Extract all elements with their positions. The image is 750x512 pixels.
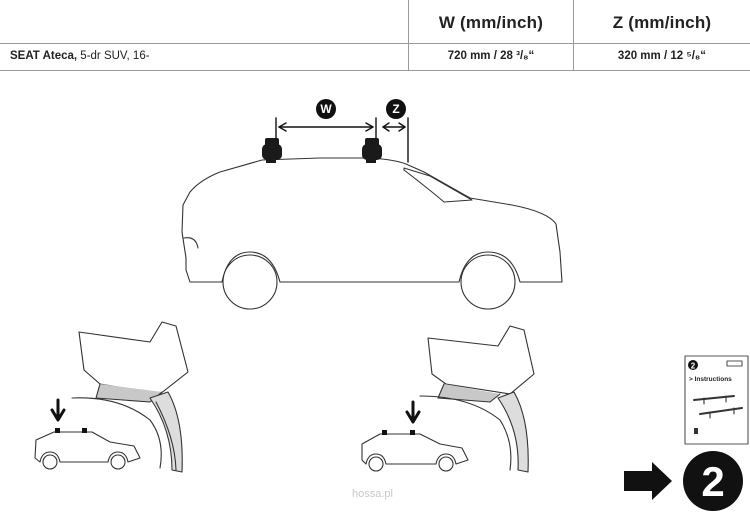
watermark: hossa.pl (352, 488, 393, 500)
instruction-booklet (684, 355, 749, 445)
car-side-view (181, 157, 563, 310)
booklet-title: > Instructions (689, 376, 732, 383)
label-w-circle (316, 99, 336, 119)
table-divider (408, 0, 409, 71)
w-value-cell: 720 mm / 28 ³/₈“ (447, 50, 535, 62)
booklet-step-number: 2 (691, 362, 696, 371)
next-step-circle (683, 451, 743, 511)
dimension-z (382, 117, 409, 163)
table-divider (573, 0, 574, 71)
label-w: W (320, 102, 332, 116)
spec-table: W (mm/inch) Z (mm/inch) SEAT Ateca, 5-dr… (0, 0, 750, 71)
label-z-circle (386, 99, 406, 119)
table-row (0, 43, 750, 71)
vehicle-name: SEAT Ateca, (10, 50, 78, 62)
rack-foot-rear (262, 138, 282, 163)
table-header-row (0, 0, 750, 44)
next-step-arrow-icon (624, 462, 672, 500)
dimension-w (275, 117, 377, 139)
next-step-number: 2 (701, 458, 724, 505)
z-value-cell: 320 mm / 12 ⁵/₈“ (617, 50, 707, 62)
rack-foot-front (362, 138, 382, 163)
vehicle-description: 5-dr SUV, 16- (77, 50, 150, 62)
foot-detail-left (34, 321, 189, 473)
column-header-z: Z (mm/inch) (612, 13, 712, 32)
foot-detail-right (361, 325, 535, 473)
label-z: Z (392, 102, 399, 116)
column-header-w: W (mm/inch) (438, 13, 544, 32)
vehicle-cell: SEAT Ateca, 5-dr SUV, 16- (10, 43, 150, 70)
